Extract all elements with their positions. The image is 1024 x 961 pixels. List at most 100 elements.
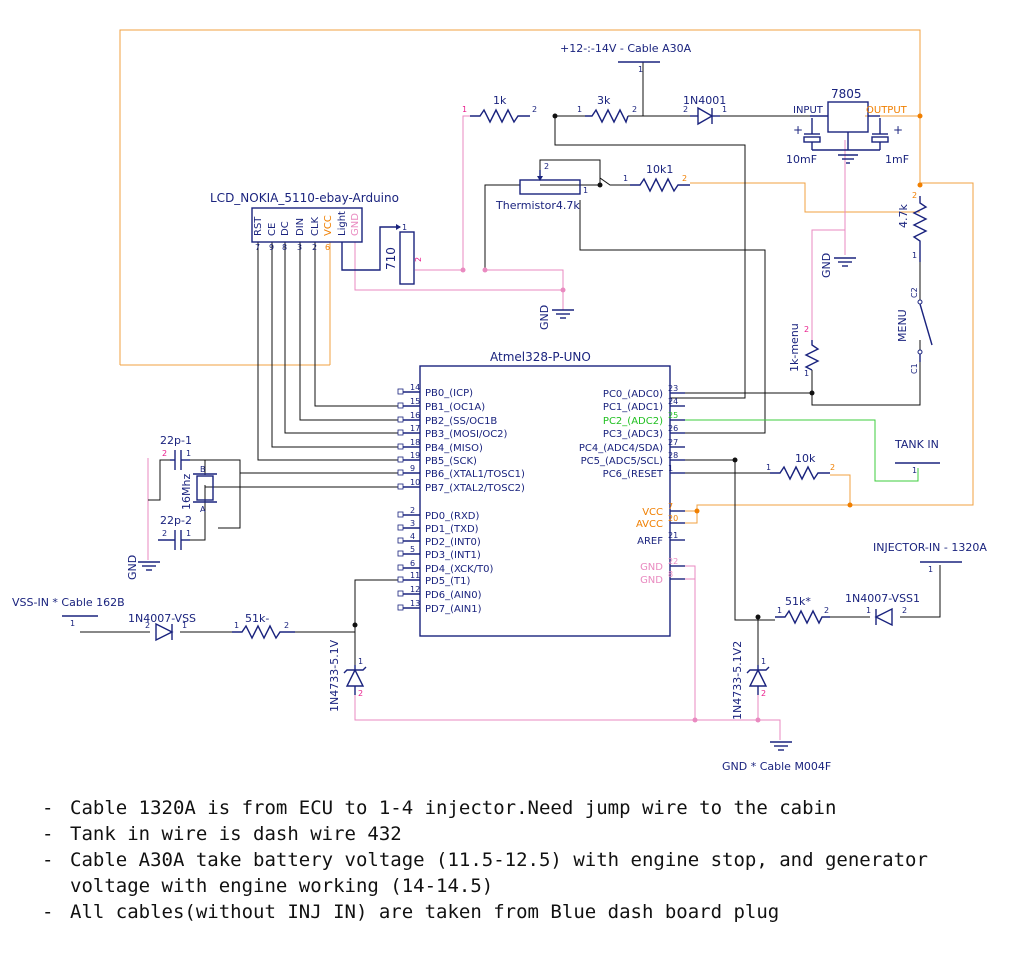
mcu-title: Atmel328-P-UNO bbox=[490, 350, 591, 364]
gnd-crystal: GND bbox=[126, 555, 160, 580]
mcu-pin-name: PB4_(MISO) bbox=[425, 443, 483, 454]
mcu-pin-number: 11 bbox=[410, 571, 420, 580]
wire-5v-therm bbox=[690, 182, 920, 213]
lcd-title: LCD_NOKIA_5110-ebay-Arduino bbox=[210, 191, 399, 205]
supply-connector: +12-:-14V - Cable A30A 1 bbox=[560, 42, 692, 74]
wire-reset bbox=[830, 474, 851, 505]
svg-text:10k1: 10k1 bbox=[646, 163, 673, 176]
mcu-pin-number: 27 bbox=[668, 438, 678, 447]
mcu-pin-number: 23 bbox=[668, 384, 678, 393]
svg-text:1: 1 bbox=[623, 174, 628, 183]
mcu-pin-name: PC1_(ADC1) bbox=[603, 402, 663, 413]
mcu-pin-number: 6 bbox=[410, 559, 415, 568]
mcu-pin-name: PD5_(T1) bbox=[425, 576, 470, 587]
svg-text:2: 2 bbox=[632, 105, 637, 114]
mcu-pin-number: 3 bbox=[410, 519, 415, 528]
wire-tank bbox=[670, 419, 919, 482]
svg-text:51k-: 51k- bbox=[245, 612, 269, 625]
lcd-pin-label: CLK bbox=[310, 216, 321, 236]
lcd-pin-number: 3 bbox=[297, 243, 302, 252]
lcd-pin-number: 7 bbox=[255, 243, 260, 252]
svg-text:VSS-IN * Cable 162B: VSS-IN * Cable 162B bbox=[12, 596, 125, 609]
cap-22p-1: 22p-1 2 1 bbox=[160, 434, 192, 470]
note-item: Cable 1320A is from ECU to 1-4 injector.… bbox=[42, 795, 1002, 821]
mcu-pin-name: PD2_(INT0) bbox=[425, 537, 481, 548]
injector-in-connector: INJECTOR-IN - 1320A 1 bbox=[873, 541, 987, 574]
mcu-pin-number: 28 bbox=[668, 451, 678, 460]
mcu-pin-box bbox=[397, 537, 404, 544]
resistor-4-7k: 4.7k 2 1 bbox=[897, 191, 928, 262]
svg-text:1k-menu: 1k-menu bbox=[788, 323, 801, 372]
notes-list: Cable 1320A is from ECU to 1-4 injector.… bbox=[42, 795, 1002, 925]
mcu-pin-name: PB5_(SCK) bbox=[425, 456, 477, 467]
svg-text:2: 2 bbox=[544, 162, 549, 171]
mcu-pin-name: PC6_(RESET bbox=[603, 469, 664, 480]
mcu-pin-name: PB7_(XTAL2/TOSC2) bbox=[425, 483, 525, 494]
lcd-pin-number: 6 bbox=[325, 243, 330, 252]
svg-text:INJECTOR-IN - 1320A: INJECTOR-IN - 1320A bbox=[873, 541, 987, 554]
svg-text:C2: C2 bbox=[910, 287, 919, 298]
svg-text:MENU: MENU bbox=[896, 309, 909, 342]
svg-text:INPUT: INPUT bbox=[793, 105, 824, 116]
svg-text:GND: GND bbox=[126, 555, 139, 580]
svg-text:51k*: 51k* bbox=[785, 595, 811, 608]
svg-text:1mF: 1mF bbox=[885, 153, 909, 166]
menu-switch: MENU C2 C1 bbox=[896, 287, 933, 374]
mcu-pin-box bbox=[397, 604, 404, 611]
mcu-pin-name: GND bbox=[640, 575, 663, 586]
mcu-pin-name: PC3_(ADC3) bbox=[603, 429, 663, 440]
gnd-regulator: GND bbox=[820, 253, 856, 278]
lcd-pin-number: 9 bbox=[269, 243, 274, 252]
svg-text:1: 1 bbox=[761, 657, 766, 666]
cap-22p-2: 22p-2 2 1 bbox=[158, 514, 192, 550]
lcd-pin-label: DC bbox=[280, 221, 291, 236]
zener-1n4733-5-1v2: 1N4733-5.1V2 1 2 bbox=[731, 641, 770, 720]
lcd-nokia-5110: LCD_NOKIA_5110-ebay-Arduino RST7CE9DC8DI… bbox=[210, 191, 399, 252]
supply-label: +12-:-14V - Cable A30A bbox=[560, 42, 692, 55]
diode-1n4007-vss1: 1N4007-VSS1 1 2 bbox=[845, 592, 920, 627]
diode-1n4007-vss: 1N4007-VSS 2 1 bbox=[128, 612, 196, 642]
svg-text:1: 1 bbox=[912, 251, 917, 260]
svg-text:1: 1 bbox=[358, 657, 363, 666]
svg-text:2: 2 bbox=[532, 105, 537, 114]
svg-text:2: 2 bbox=[761, 689, 766, 698]
mcu-pin-name: GND bbox=[640, 562, 663, 573]
mcu-pin-number: 1 bbox=[668, 464, 673, 473]
svg-text:TANK IN: TANK IN bbox=[894, 438, 939, 451]
svg-text:2: 2 bbox=[284, 621, 289, 630]
resistor-1k-menu: 1k-menu 2 1 bbox=[788, 323, 820, 378]
zener-1n4733-5-1v: 1N4733-5.1V 1 2 bbox=[328, 639, 367, 712]
mcu-pin-name: PD7_(AIN1) bbox=[425, 604, 482, 615]
svg-text:1N4733-5.1V2: 1N4733-5.1V2 bbox=[731, 641, 744, 720]
mcu-pin-number: 17 bbox=[410, 424, 420, 433]
mcu-pin-box bbox=[397, 564, 404, 571]
mcu-atmel328: Atmel328-P-UNO 14PB0_(ICP)15PB1_(OC1A)16… bbox=[397, 350, 685, 637]
lcd-pin-label: GND bbox=[350, 213, 361, 236]
svg-text:7805: 7805 bbox=[831, 87, 862, 101]
resistor-3k: 3k 1 2 bbox=[577, 94, 637, 124]
mcu-pin-name: PB1_(OC1A) bbox=[425, 402, 485, 413]
mcu-pin-box bbox=[397, 416, 404, 423]
wire-5v-loop bbox=[119, 29, 921, 365]
svg-text:A: A bbox=[200, 505, 206, 514]
svg-text:Thermistor4.7k: Thermistor4.7k bbox=[495, 199, 580, 212]
lcd-pin-number: 8 bbox=[282, 243, 287, 252]
svg-text:1N4733-5.1V: 1N4733-5.1V bbox=[328, 639, 341, 712]
svg-text:1: 1 bbox=[402, 223, 407, 232]
mcu-pin-box bbox=[397, 550, 404, 557]
svg-text:2: 2 bbox=[145, 621, 150, 630]
svg-text:OUTPUT: OUTPUT bbox=[866, 105, 908, 116]
mcu-pin-number: 20 bbox=[668, 514, 678, 523]
mcu-pin-number: 4 bbox=[410, 532, 415, 541]
svg-text:1N4007-VSS: 1N4007-VSS bbox=[128, 612, 196, 625]
potentiometer-710: 710 1 2 bbox=[341, 223, 423, 285]
svg-text:B: B bbox=[200, 465, 206, 474]
mcu-pin-name: VCC bbox=[642, 507, 663, 518]
mcu-pin-number: 16 bbox=[410, 411, 420, 420]
svg-text:2: 2 bbox=[912, 191, 917, 200]
mcu-pin-name: PB0_(ICP) bbox=[425, 388, 473, 399]
mcu-pin-box bbox=[397, 456, 404, 463]
svg-text:1: 1 bbox=[234, 621, 239, 630]
lcd-pin-label: CE bbox=[267, 223, 278, 236]
